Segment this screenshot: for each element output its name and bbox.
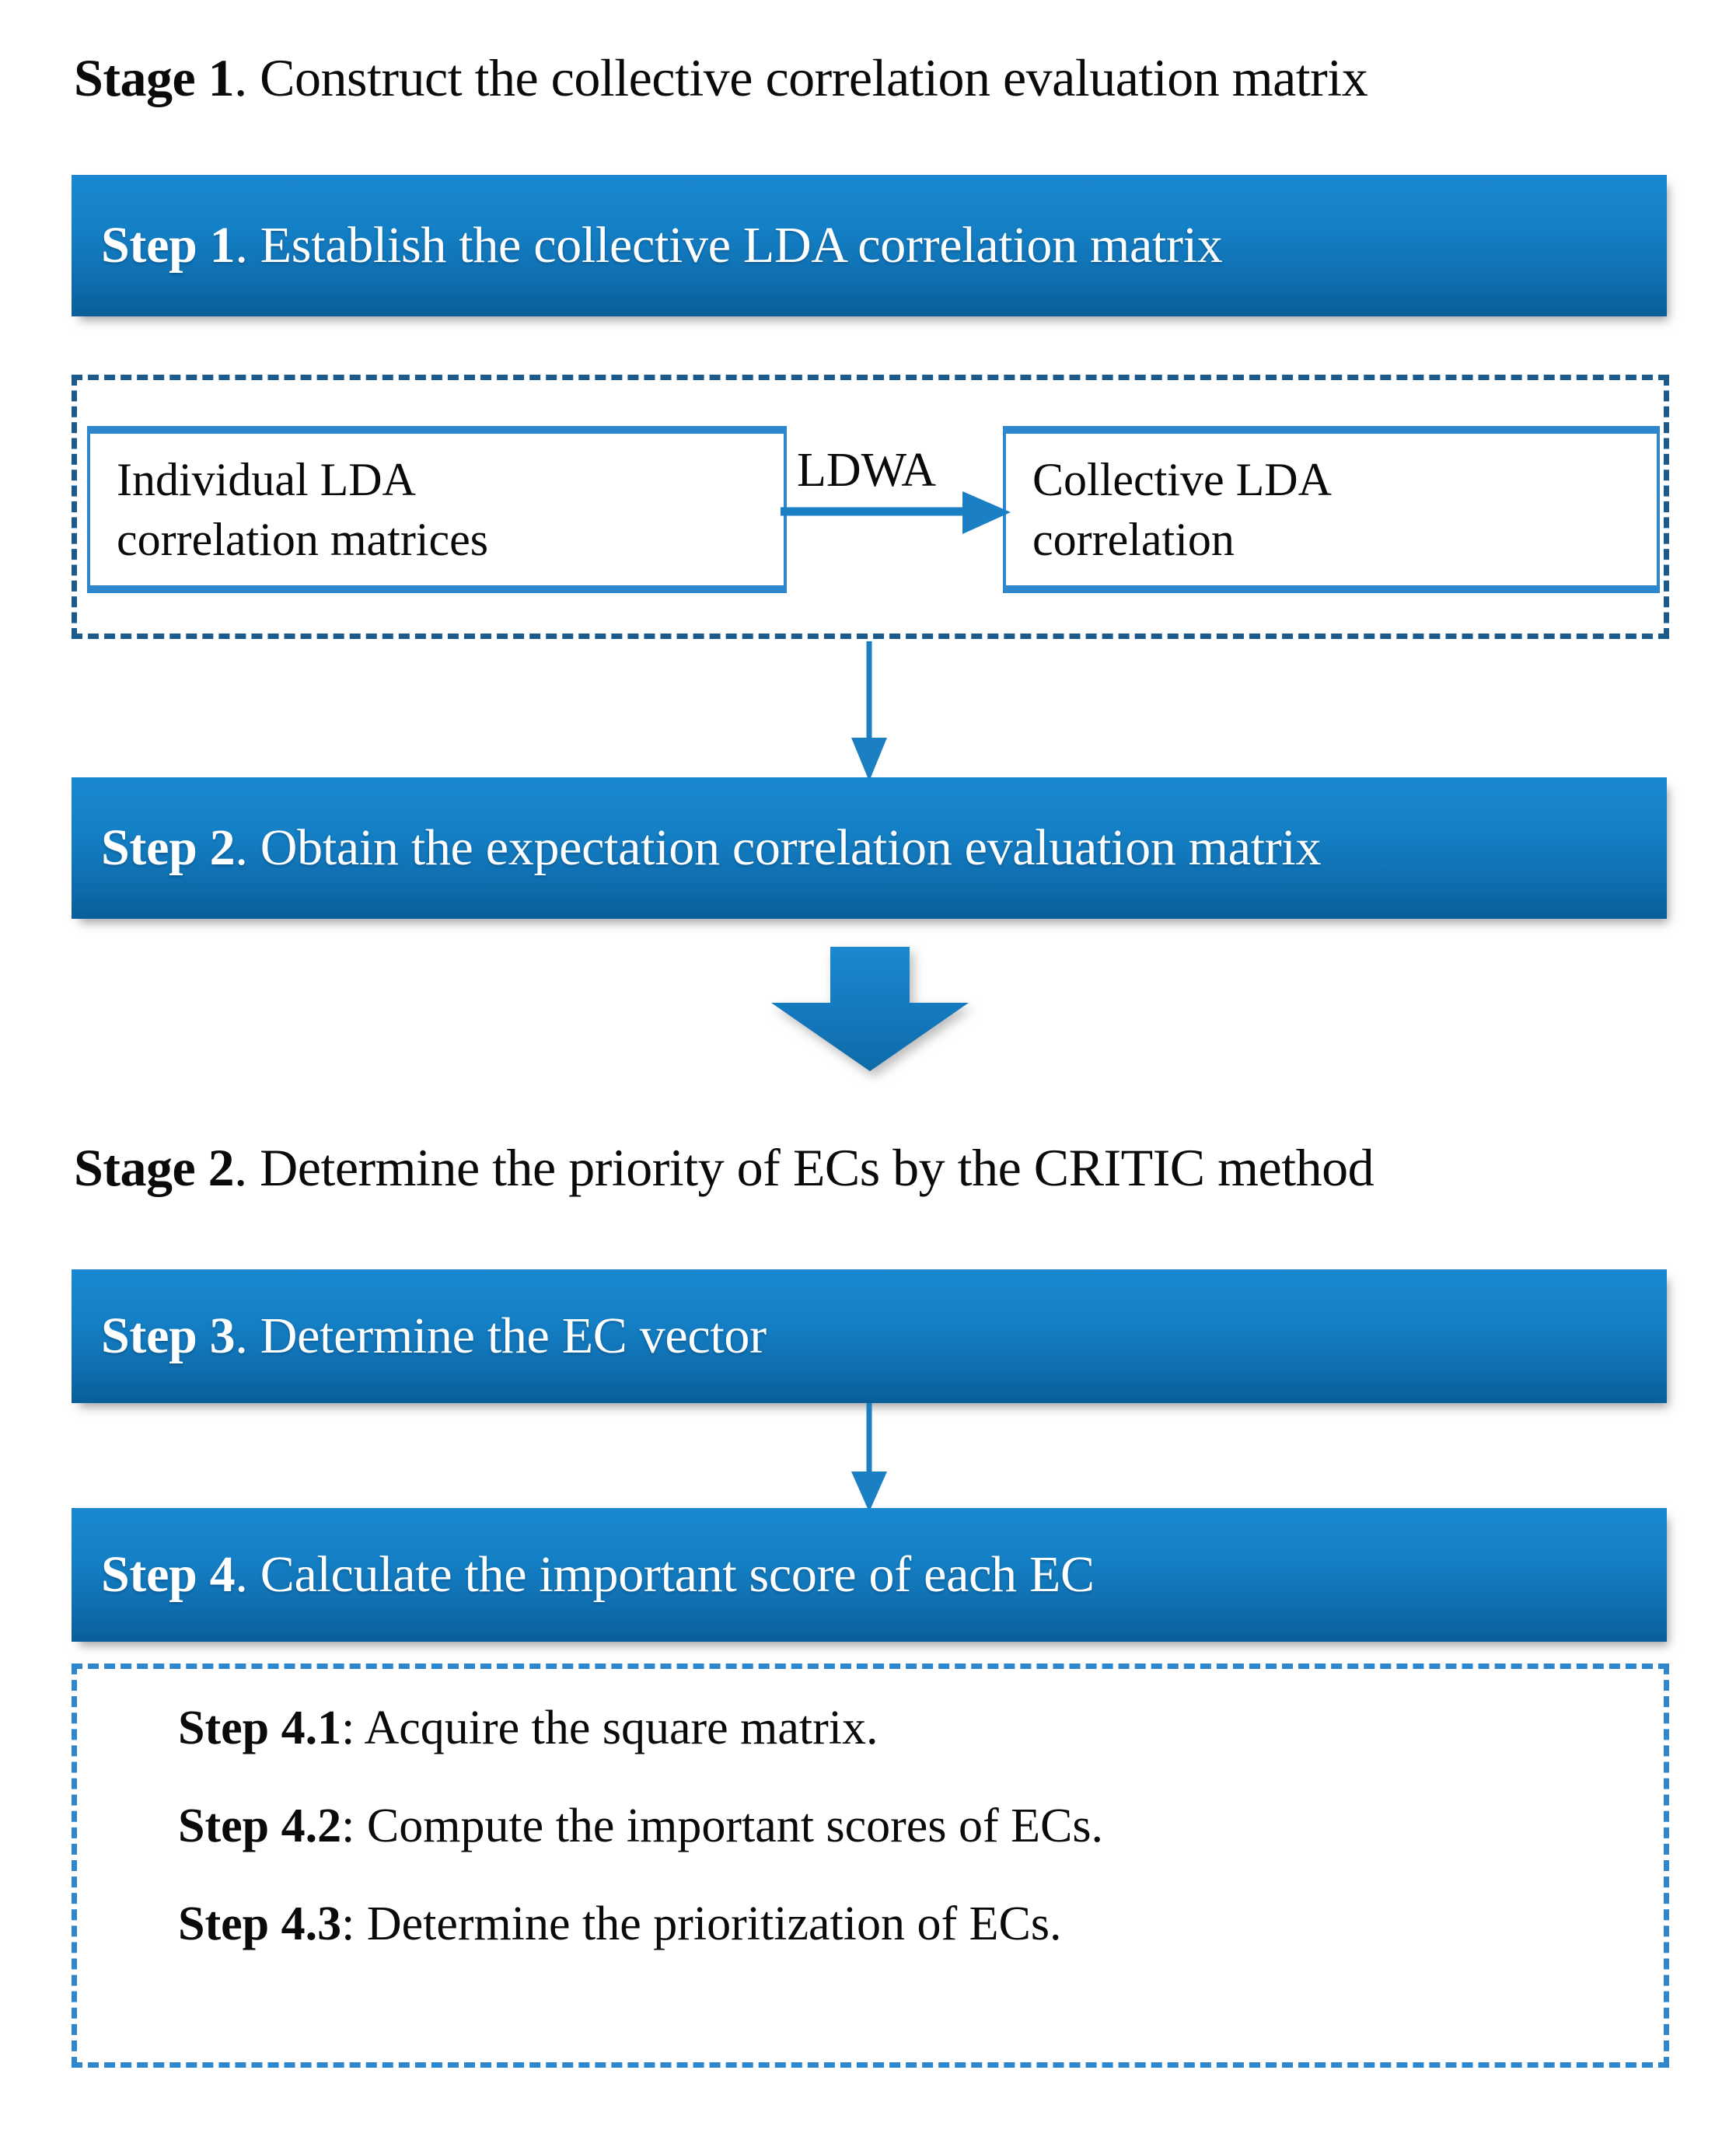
collective-lda-label: Collective LDA correlation [1032,453,1332,565]
step-4-label: Step 4. Calculate the important score of… [72,1545,1095,1604]
substeps-container: Step 4.1: Acquire the square matrix. Ste… [72,1663,1669,2068]
individual-lda-label: Individual LDA correlation matrices [117,453,489,565]
stage-2-title-rest: . Determine the priority of ECs by the C… [234,1138,1374,1197]
substep-4-1: Step 4.1: Acquire the square matrix. [178,1702,1664,1754]
ldwa-arrow-icon [781,491,1011,534]
substep-4-2-rest: : Compute the important scores of ECs. [341,1800,1103,1853]
connector-arrow-step3-to-step4-icon [851,1403,887,1512]
ldwa-arrow-label: LDWA [797,444,937,497]
substep-4-3: Step 4.3: Determine the prioritization o… [178,1897,1664,1950]
step-3-label: Step 3. Determine the EC vector [72,1307,767,1365]
substep-4-2-prefix: Step 4.2 [178,1800,342,1853]
substep-4-3-prefix: Step 4.3 [178,1897,342,1951]
step-4-label-prefix: Step 4 [101,1545,236,1603]
stage-transition-block-arrow-icon [771,947,969,1071]
connector-arrow-step1-to-step2-icon [851,641,887,781]
step-3-bar[interactable]: Step 3. Determine the EC vector [72,1269,1667,1403]
step-2-bar[interactable]: Step 2. Obtain the expectation correlati… [72,777,1667,919]
substep-4-1-rest: : Acquire the square matrix. [341,1702,878,1754]
step-1-label-rest: . Establish the collective LDA correlati… [235,216,1223,274]
substep-4-1-prefix: Step 4.1 [178,1702,342,1754]
individual-lda-box[interactable]: Individual LDA correlation matrices [87,426,787,593]
stage-2-title-prefix: Stage 2 [74,1138,235,1197]
step-2-label: Step 2. Obtain the expectation correlati… [72,819,1322,877]
step-3-label-rest: . Determine the EC vector [235,1307,767,1364]
step-1-label: Step 1. Establish the collective LDA cor… [72,216,1223,274]
step-1-label-prefix: Step 1 [101,216,236,274]
step-4-bar[interactable]: Step 4. Calculate the important score of… [72,1508,1667,1642]
stage-1-title-prefix: Stage 1 [74,48,235,107]
step-2-label-rest: . Obtain the expectation correlation eva… [235,819,1322,876]
step-1-bar[interactable]: Step 1. Establish the collective LDA cor… [72,175,1667,316]
step-2-label-prefix: Step 2 [101,819,236,876]
step-4-label-rest: . Calculate the important score of each … [235,1545,1095,1603]
stage-1-title-rest: . Construct the collective correlation e… [234,48,1368,107]
stage-1-title: Stage 1. Construct the collective correl… [74,48,1368,107]
substep-4-2: Step 4.2: Compute the important scores o… [178,1800,1664,1852]
stage-2-title: Stage 2. Determine the priority of ECs b… [74,1138,1374,1197]
substep-4-3-rest: : Determine the prioritization of ECs. [341,1897,1062,1951]
collective-lda-box[interactable]: Collective LDA correlation [1003,426,1660,593]
step-3-label-prefix: Step 3 [101,1307,236,1364]
